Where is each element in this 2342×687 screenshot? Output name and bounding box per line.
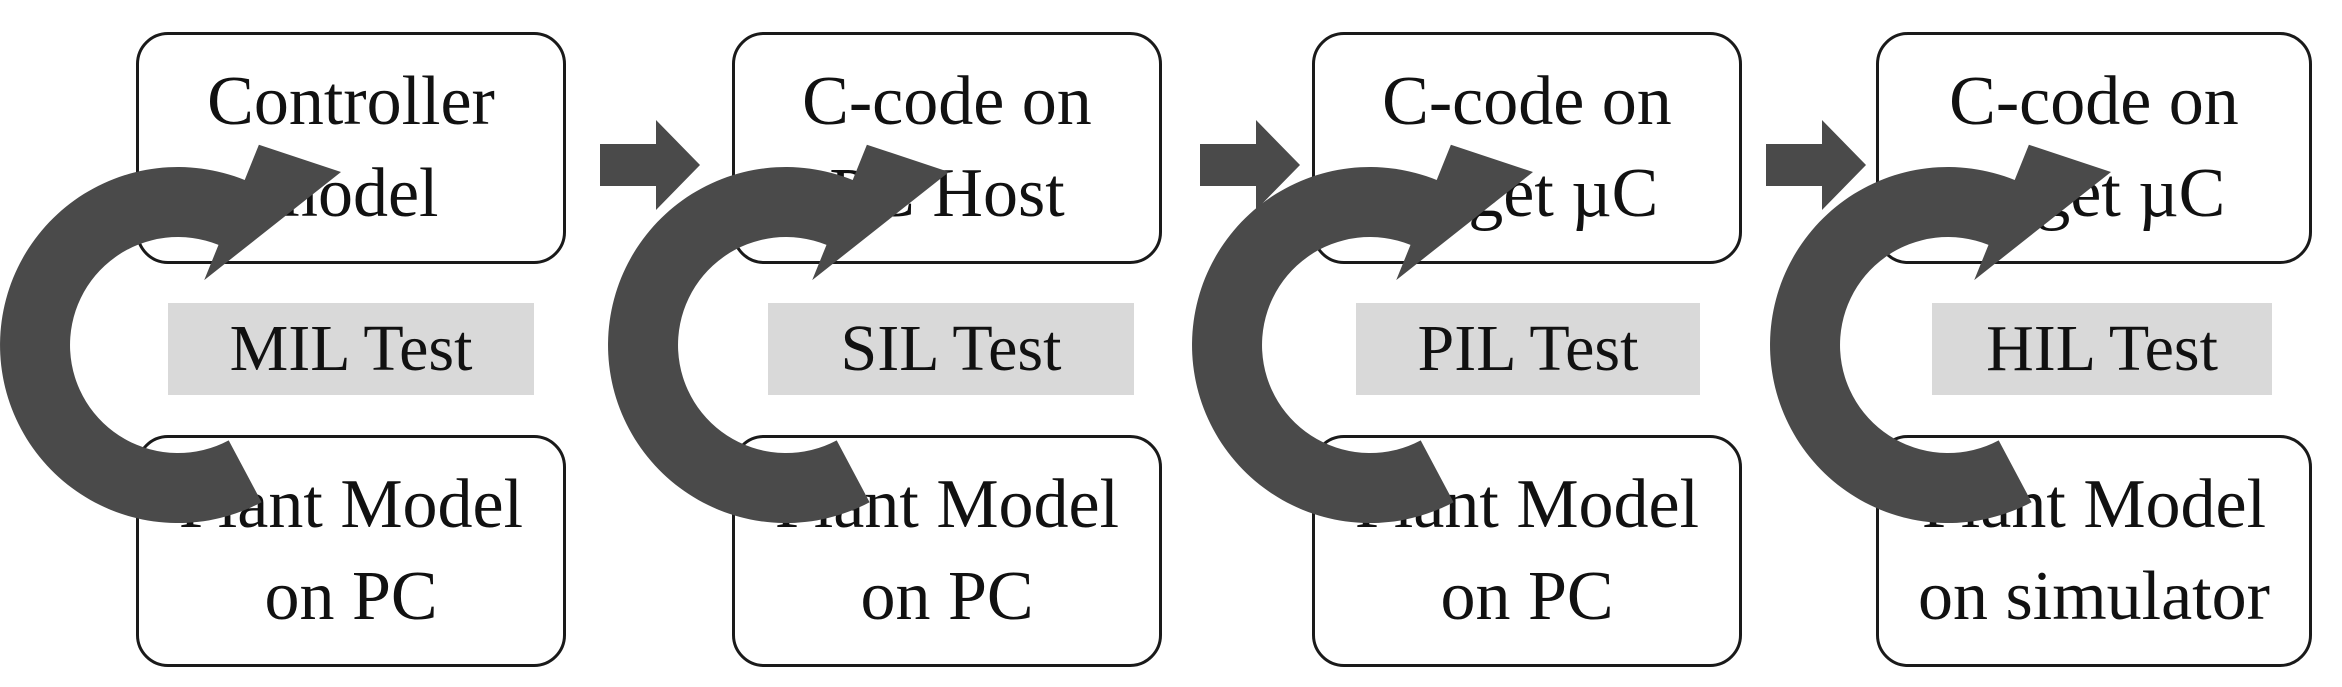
sil-test-label: SIL Test	[768, 303, 1134, 395]
box-line: C-code on	[1382, 63, 1672, 140]
arrow-shape	[1766, 120, 1866, 210]
loop-arrow-shape	[1192, 144, 1533, 524]
stage-mil: Controller model MIL Test Plant Model on…	[0, 0, 580, 687]
loop-arrow-shape	[0, 144, 341, 524]
hil-test-label: HIL Test	[1932, 303, 2272, 395]
arrow-shape	[600, 120, 700, 210]
stage-sil: C-code on PC Host SIL Test Plant Model o…	[596, 0, 1176, 687]
box-line: on PC	[1440, 558, 1614, 635]
arrow-shape	[1200, 120, 1300, 210]
stage-hil: C-code on target µC HIL Test Plant Model…	[1740, 0, 2320, 687]
stage-pil: C-code on target µC PIL Test Plant Model…	[1176, 0, 1756, 687]
mil-test-label: MIL Test	[168, 303, 534, 395]
right-arrow-icon	[1766, 120, 1866, 210]
box-line: on PC	[860, 558, 1034, 635]
feedback-loop-arrow-icon	[1770, 144, 2111, 524]
feedback-loop-arrow-icon	[1192, 144, 1533, 524]
box-line: C-code on	[1949, 63, 2239, 140]
box-line: on simulator	[1918, 558, 2270, 635]
box-line: Controller	[207, 63, 495, 140]
loop-arrow-shape	[608, 144, 949, 524]
feedback-loop-arrow-icon	[608, 144, 949, 524]
right-arrow-icon	[600, 120, 700, 210]
box-line: on PC	[264, 558, 438, 635]
box-line: C-code on	[802, 63, 1092, 140]
right-arrow-icon	[1200, 120, 1300, 210]
feedback-loop-arrow-icon	[0, 144, 341, 524]
plant-model-simulator-box: Plant Model on simulator	[1876, 435, 2312, 667]
loop-arrow-shape	[1770, 144, 2111, 524]
pil-test-label: PIL Test	[1356, 303, 1700, 395]
